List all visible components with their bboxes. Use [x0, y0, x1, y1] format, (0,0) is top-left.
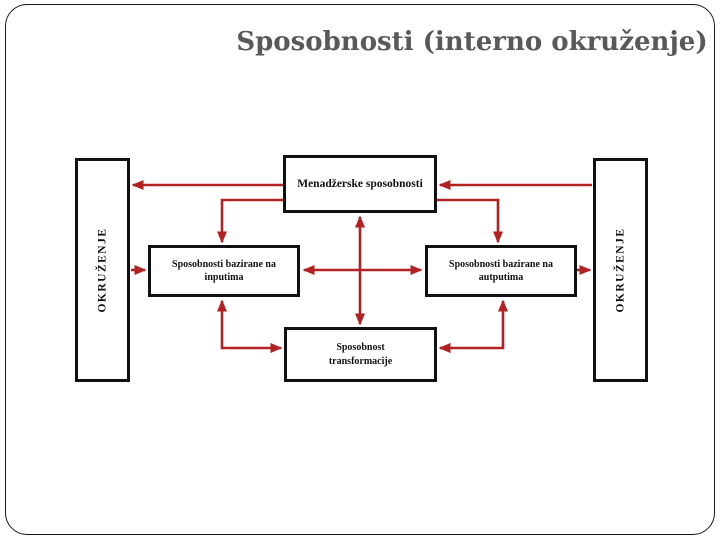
box-right-environment: OKRUŽENJE	[593, 158, 648, 382]
box-transformation-capability: Sposobnost transformacije	[284, 327, 437, 382]
box-output-based-capabilities: Sposobnosti bazirane na autputima	[425, 245, 577, 297]
box-managerial-capabilities: Menadžerske sposobnosti	[283, 155, 437, 213]
arrow-managerial-to-output-elbow	[437, 198, 503, 244]
arrow-output-transform-elbow	[438, 299, 508, 353]
left-environment-label: OKRUŽENJE	[96, 227, 109, 313]
arrow-input-transform-elbow	[217, 299, 283, 353]
arrow-managerial-to-input-elbow	[217, 198, 283, 244]
managerial-capabilities-label: Menadžerske sposobnosti	[297, 178, 423, 190]
box-input-based-capabilities: Sposobnosti bazirane na inputima	[148, 245, 300, 297]
slide-title: Sposobnosti (interno okruženje)	[236, 27, 708, 57]
output-based-capabilities-label: Sposobnosti bazirane na autputima	[449, 258, 553, 284]
input-based-capabilities-label: Sposobnosti bazirane na inputima	[172, 258, 276, 284]
right-environment-label: OKRUŽENJE	[614, 227, 627, 313]
box-left-environment: OKRUŽENJE	[75, 158, 130, 382]
transformation-capability-label: Sposobnost transformacije	[328, 342, 393, 367]
